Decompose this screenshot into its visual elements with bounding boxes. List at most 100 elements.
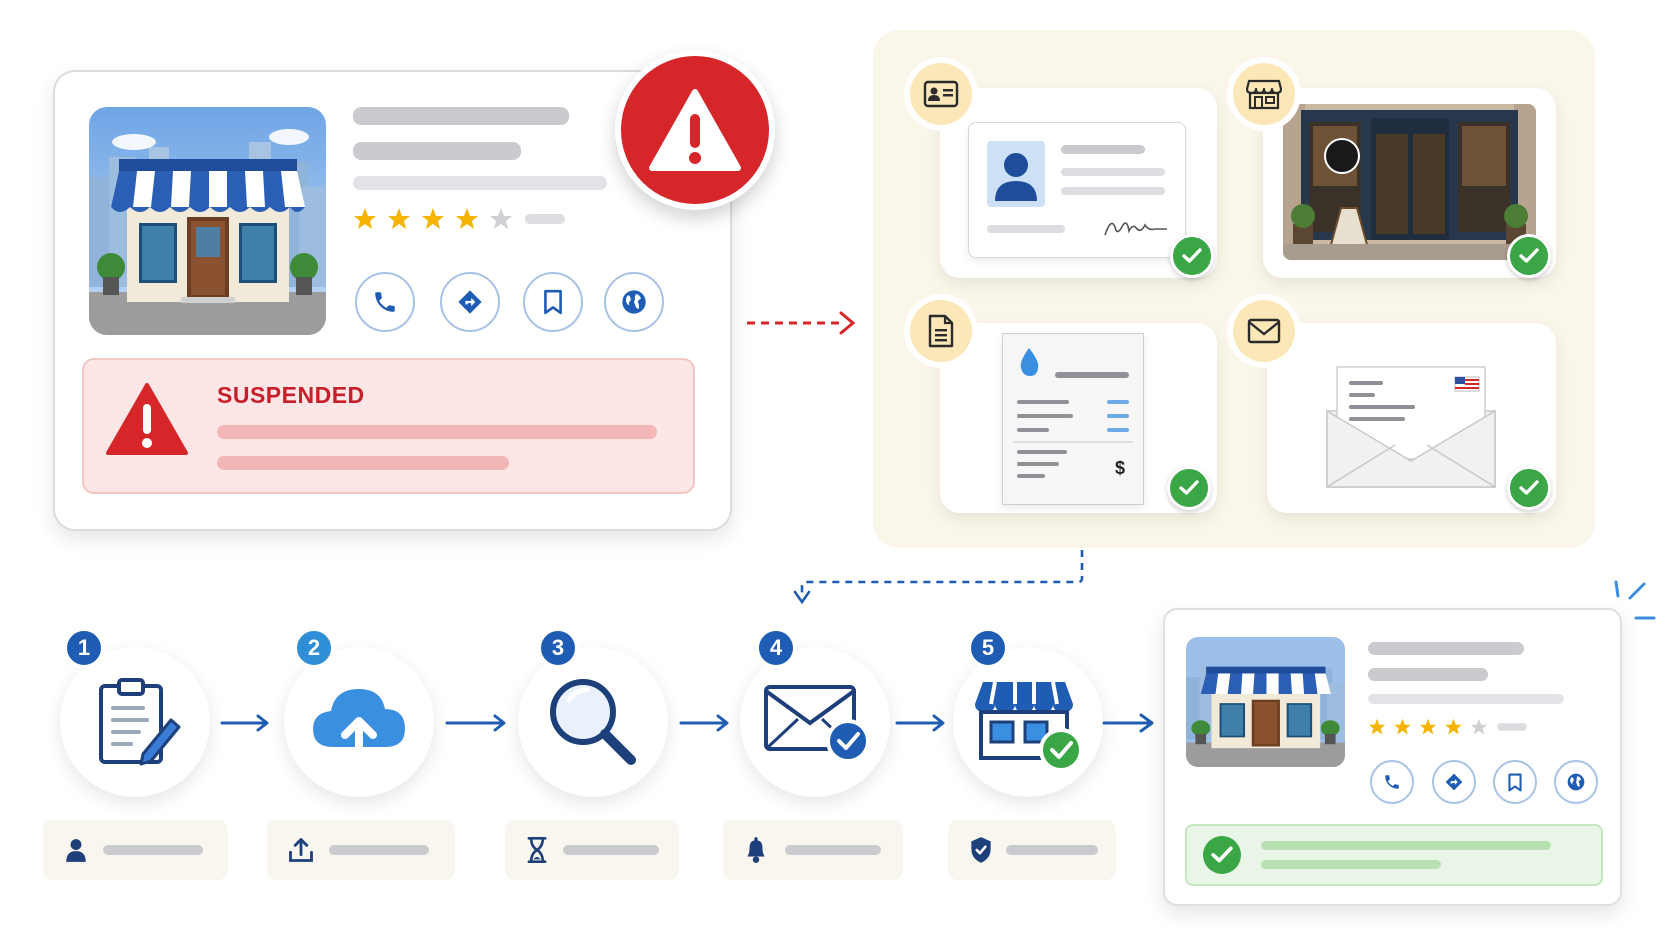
check-icon [1211, 846, 1233, 863]
chip-label-placeholder [563, 845, 659, 855]
website-button[interactable] [604, 272, 664, 332]
directions-icon [1445, 773, 1463, 791]
chip-label-placeholder [785, 845, 881, 855]
title-placeholder [353, 107, 569, 125]
website-button[interactable] [1554, 760, 1598, 804]
signature [1104, 222, 1167, 236]
chip-label-placeholder [1006, 845, 1098, 855]
storefront-image [89, 107, 326, 335]
rating-stars [1368, 718, 1548, 736]
alert-badge [615, 50, 775, 210]
bookmark-icon [1508, 773, 1522, 791]
phone-icon [375, 292, 395, 312]
suspended-label: SUSPENDED [217, 382, 365, 408]
call-button[interactable] [1370, 760, 1414, 804]
directions-button[interactable] [1432, 760, 1476, 804]
bookmark-icon [544, 289, 562, 315]
restored-listing-card [1163, 608, 1622, 906]
id-card-badge [910, 63, 972, 125]
id-card-icon [923, 80, 959, 108]
mail-verified-check [1507, 466, 1551, 510]
id-line-placeholder [987, 225, 1065, 233]
save-button[interactable] [523, 272, 583, 332]
storefront-image [1186, 637, 1345, 767]
magnifier-icon [550, 679, 636, 765]
title-placeholder [1368, 642, 1524, 655]
storefront-badge [1233, 63, 1295, 125]
step-arrows [220, 713, 1154, 733]
directions-button[interactable] [440, 272, 500, 332]
step-number: 2 [294, 628, 334, 668]
arrow-to-documents [747, 311, 856, 335]
warning-triangle-icon [106, 383, 188, 455]
mail-badge [1233, 300, 1295, 362]
chip-label-placeholder [103, 845, 203, 855]
svg-text:$: $ [1115, 458, 1125, 478]
shield-check-icon [971, 837, 991, 863]
utility-bill: $ [1002, 333, 1144, 505]
upload-icon [289, 838, 313, 862]
check-icon [1182, 248, 1202, 263]
cloud-upload-icon [313, 689, 405, 763]
step-3-chip [505, 820, 679, 880]
detail-placeholder [353, 176, 607, 190]
step-2-chip [267, 820, 455, 880]
phone-icon [1385, 775, 1399, 789]
detail-placeholder [1368, 694, 1564, 704]
check-icon [1179, 480, 1199, 495]
step-1-fill-form [60, 647, 210, 797]
success-check [1203, 836, 1241, 874]
storefront-photo-card [1263, 88, 1556, 278]
email-check-icon [764, 685, 870, 763]
hourglass-icon [527, 837, 547, 863]
storefront-verified-check [1507, 234, 1551, 278]
id-photo [987, 141, 1045, 207]
id-verified-check [1170, 234, 1214, 278]
step-5-chip [948, 820, 1116, 880]
banner-detail-placeholder [217, 425, 657, 439]
document-icon [928, 314, 954, 348]
envelope-with-letter [1326, 366, 1496, 488]
step-number: 1 [64, 628, 104, 668]
warning-triangle-icon [649, 89, 741, 171]
id-line-placeholder [1061, 168, 1165, 176]
check-icon [1519, 480, 1539, 495]
directions-icon [458, 290, 482, 314]
reinstated-banner [1185, 824, 1603, 886]
step-number: 3 [538, 628, 578, 668]
step-2-upload [284, 647, 434, 797]
step-5-listing-reinstated [953, 647, 1103, 797]
subtitle-placeholder [353, 142, 521, 160]
step-number: 5 [968, 628, 1008, 668]
bill-badge [910, 300, 972, 362]
rating-stars [353, 207, 593, 231]
sparkle-accent [1614, 580, 1656, 620]
step-3-review [518, 647, 668, 797]
check-icon [1519, 248, 1539, 263]
id-card [968, 122, 1186, 258]
user-icon [66, 839, 86, 862]
banner-detail-placeholder [1261, 841, 1551, 850]
subtitle-placeholder [1368, 668, 1488, 681]
bill-verified-check [1167, 466, 1211, 510]
step-4-chip [723, 820, 903, 880]
globe-icon [622, 290, 646, 314]
id-line-placeholder [1061, 187, 1165, 195]
step-number: 4 [756, 628, 796, 668]
clipboard-edit-icon [99, 678, 181, 766]
store-icon [1246, 79, 1282, 110]
step-1-chip [43, 820, 228, 880]
call-button[interactable] [355, 272, 415, 332]
suspended-banner: SUSPENDED [82, 358, 695, 494]
mail-icon [1247, 318, 1281, 344]
save-button[interactable] [1493, 760, 1537, 804]
chip-label-placeholder [329, 845, 429, 855]
store-verified-icon [975, 681, 1083, 772]
globe-icon [1567, 773, 1585, 791]
arrow-to-process [793, 550, 1084, 605]
banner-detail-placeholder [1261, 860, 1441, 869]
banner-detail-placeholder [217, 456, 509, 470]
id-line-placeholder [1061, 145, 1145, 154]
bell-icon [747, 837, 765, 863]
storefront-photo [1283, 104, 1536, 260]
